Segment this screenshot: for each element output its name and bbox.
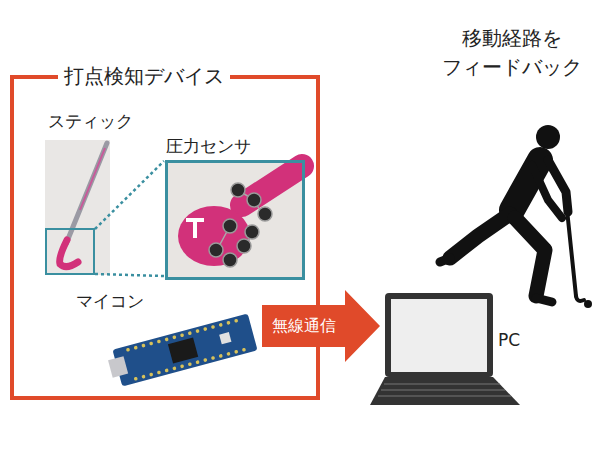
sensor-box: 圧力センサ xyxy=(165,160,305,280)
device-label: PC xyxy=(498,328,520,353)
stick-hook xyxy=(60,240,78,267)
zoom-line xyxy=(95,161,164,229)
hook-head xyxy=(178,206,250,266)
sensor-photo xyxy=(166,161,304,279)
sensor-dots xyxy=(209,183,272,267)
part-label: マイコン xyxy=(76,289,144,314)
part-label: スティック xyxy=(48,109,133,134)
node-text: 無線通信 xyxy=(272,316,336,335)
logo xyxy=(193,218,197,238)
node-text: 圧力センサ xyxy=(166,136,251,156)
arrow-shape xyxy=(262,290,380,362)
node-text: 打点検知デバイス xyxy=(58,64,230,88)
zoom-line xyxy=(95,274,164,276)
laptop xyxy=(370,293,520,405)
wireless-arrow: 無線通信 xyxy=(262,290,380,362)
stick-stripe xyxy=(80,148,105,210)
stick-photo xyxy=(45,140,110,275)
player-silhouette xyxy=(440,125,584,302)
ball xyxy=(584,300,592,308)
microcontroller-board xyxy=(106,314,258,389)
inset-frame xyxy=(46,229,94,274)
heading-label: 移動経路を フィードバック xyxy=(428,24,596,82)
